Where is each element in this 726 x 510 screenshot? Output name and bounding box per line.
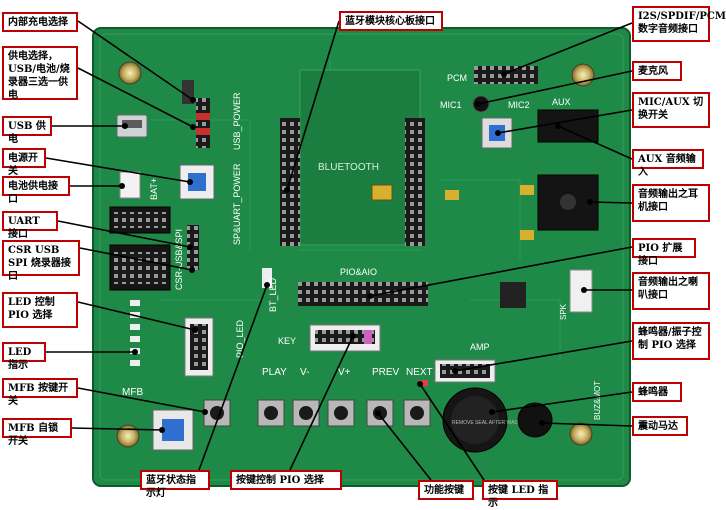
callout-buzzer: 蜂鸣器 [632, 382, 682, 402]
silk-buzzer-cap: REMOVE SEAL AFTER WASHING [452, 420, 530, 426]
callout-mic: 麦克风 [632, 61, 682, 81]
silk-mic1: MIC1 [440, 100, 462, 110]
pio-ext-header [298, 282, 428, 306]
callout-speaker-out: 音频输出之喇叭接口 [632, 272, 710, 310]
silk-vminus: V- [300, 367, 309, 378]
silk-vplus: V+ [338, 367, 351, 378]
callout-vibration-motor: 震动马达 [632, 416, 688, 436]
silk-pio-aio: PIO&AIO [340, 267, 377, 277]
callout-key-pio: 按键控制 PIO 选择 [230, 470, 342, 490]
silk-mfb: MFB [122, 387, 143, 398]
dev-board-annotated-photo: BLUETOOTH USB_POWER SP&UART_POWER BAT+ C… [2, 6, 726, 509]
callout-aux-in: AUX 音频输入 [632, 149, 704, 178]
silk-usb-power: USB_POWER [232, 92, 242, 150]
silk-play: PLAY [262, 367, 287, 378]
callout-bt-core: 蓝牙模块核心板接口 [339, 11, 443, 31]
callout-buzzer-pio: 蜂鸣器/振子控制 PIO 选择 [632, 322, 710, 360]
leader-lines [45, 20, 633, 481]
dev-board-illustration: BLUETOOTH USB_POWER SP&UART_POWER BAT+ C… [45, 20, 633, 487]
callout-headphone-out: 音频输出之耳机接口 [632, 184, 710, 222]
silk-key: KEY [278, 336, 296, 346]
silk-next: NEXT [406, 367, 433, 378]
silk-amp: AMP [470, 342, 490, 352]
callout-power-select: 供电选择，USB/电池/烧录器三选一供电 [2, 46, 78, 101]
callout-led-pio: LED 控制 PIO 选择 [2, 292, 78, 328]
callout-i2s-port: I2S/SPDIF/PCM 数字音频接口 [632, 6, 726, 42]
silk-spk: SPK [559, 303, 568, 320]
callout-led-indicator: LED 指示 [2, 342, 46, 371]
callout-power-switch: 电源开关 [2, 148, 46, 177]
callout-inner-charge: 内部充电选择 [2, 12, 78, 32]
callout-battery-port: 电池供电接口 [2, 176, 70, 205]
callout-key-led: 按键 LED 指示 [482, 480, 558, 509]
silk-aux: AUX [552, 97, 571, 107]
silk-bat: BAT+ [149, 178, 159, 200]
silk-pio-led: PIO_LED [235, 319, 245, 358]
tactile-buttons [203, 399, 431, 427]
speaker-port [569, 269, 593, 313]
callout-bt-led: 蓝牙状态指示灯 [140, 470, 210, 499]
silk-bluetooth: BLUETOOTH [318, 162, 379, 173]
callout-mfb-key: MFB 按键开关 [2, 378, 78, 407]
silk-sp-uart-power: SP&UART_POWER [232, 163, 242, 245]
callout-uart-port: UART 接口 [2, 211, 58, 240]
callout-pio-ext: PIO 扩展接口 [632, 238, 696, 267]
aux-jack [537, 109, 599, 143]
silk-mic2: MIC2 [508, 100, 530, 110]
callout-mfb-lock: MFB 自锁开关 [2, 418, 72, 447]
silk-prev: PREV [372, 367, 400, 378]
silk-buz-mot: BUZ&MOT [593, 381, 602, 420]
silk-bt-led: BT_LED [268, 277, 278, 312]
callout-csr-usb-spi: CSR USB SPI 烧录器接口 [2, 240, 80, 282]
callout-mic-aux: MIC/AUX 切换开关 [632, 92, 710, 128]
silk-csr-usb: CSR-USB&SPI [174, 229, 184, 290]
bt-core-header-right [405, 118, 425, 246]
silk-pcm: PCM [447, 73, 467, 83]
callout-func-key: 功能按键 [418, 480, 474, 500]
callout-usb-power: USB 供电 [2, 116, 52, 145]
vibration-motor [517, 402, 553, 438]
